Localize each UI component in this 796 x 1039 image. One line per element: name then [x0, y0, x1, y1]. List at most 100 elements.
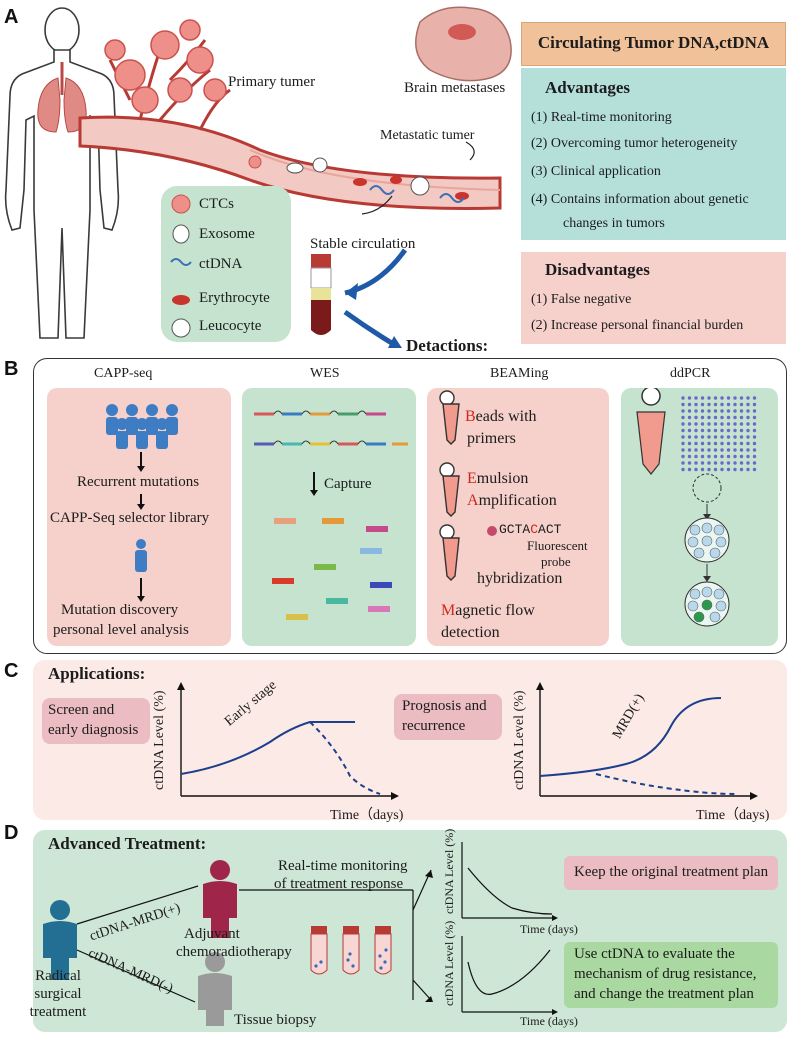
tube-icons: [439, 390, 460, 581]
monitor-label-1: Real-time monitoring: [278, 858, 408, 874]
small-chart-decline: [461, 842, 558, 921]
tissue-biopsy-label: Tissue biopsy: [234, 1012, 317, 1028]
stable-circulation-label: Stable circulation: [310, 236, 416, 252]
ddpcr-box: [621, 388, 778, 646]
adjuvant-label-2: chemoradiotherapy: [176, 944, 292, 960]
capp-step-1: Recurrent mutations: [77, 474, 200, 490]
change-plan-line-3: and change the treatment plan: [574, 986, 754, 1002]
keep-plan-box: Keep the original treatment plan: [564, 856, 778, 890]
panel-letter-c: C: [4, 660, 19, 682]
biopsy-patient-icon: [198, 952, 232, 1026]
blood-tube-icon: [310, 254, 332, 335]
ctdna-title-box: Circulating Tumor DNA,ctDNA: [521, 22, 786, 66]
advantage-item-continued: changes in tumors: [563, 216, 665, 231]
capture-label: Capture: [324, 476, 372, 492]
change-plan-line-2: mechanism of drug resistance,: [574, 966, 757, 982]
disadvantage-item: (2) Increase personal financial burden: [531, 318, 744, 333]
probe-label-1: Fluorescent: [527, 538, 588, 553]
capp-seq-box: Recurrent mutations CAPP-Seq selector li…: [47, 388, 231, 646]
patient-icon: [43, 900, 77, 980]
primary-tumor-label: Primary tumer: [228, 74, 316, 90]
detections-label: Detactions:: [406, 336, 489, 355]
advantage-item: (1) Real-time monitoring: [531, 110, 672, 125]
down-arrow-icon: [137, 494, 145, 510]
screen-label-2: early diagnosis: [48, 722, 139, 738]
person-icon: [135, 539, 147, 572]
metastatic-tumor-label: Metastatic tumer: [380, 128, 475, 143]
probe-label-2: probe: [541, 554, 571, 569]
disadvantages-title: Disadvantages: [545, 260, 650, 279]
screen-chart: [177, 682, 399, 800]
y-axis-label: ctDNA Level (%): [442, 920, 456, 1006]
line-series: [539, 697, 722, 777]
disadvantages-box: Disadvantages (1) False negative (2) Inc…: [521, 252, 786, 344]
change-plan-box: Use ctDNA to evaluate the mechanism of d…: [564, 942, 778, 1008]
recurrence-chart: [536, 682, 758, 800]
panel-letter-a: A: [4, 6, 19, 28]
legend-item: ctDNA: [199, 256, 243, 272]
radical-label-2: surgical: [34, 986, 82, 1002]
radical-label-3: treatment: [29, 1004, 87, 1020]
x-axis-label: Time (days): [520, 1014, 578, 1028]
wes-box: Capture: [242, 388, 416, 646]
screen-label-1: Screen and: [48, 702, 115, 718]
beaming-step-1-line2: primers: [467, 430, 516, 447]
monitor-label-2: of treatment response: [274, 876, 404, 892]
advantage-item: (4) Contains information about genetic: [531, 192, 749, 207]
capp-step-3b: personal level analysis: [53, 622, 189, 638]
ddpcr-illustration: [636, 388, 757, 627]
x-axis-label: Time（days): [330, 808, 404, 823]
legend-item: CTCs: [199, 196, 235, 212]
panel-a-illustration: [4, 6, 512, 348]
down-arrow-icon: [137, 452, 145, 472]
legend-icons: [170, 194, 192, 338]
line-series: [180, 721, 355, 775]
brain-icon: [415, 6, 512, 82]
advantage-item: (3) Clinical application: [531, 164, 661, 179]
beaming-step-4-line2: detection: [441, 624, 500, 641]
dna-fragments-icon: [254, 410, 408, 446]
line-series: [467, 867, 553, 915]
legend-item: Erythrocyte: [199, 290, 270, 306]
captured-fragments-icon: [272, 518, 392, 620]
advantage-item: (2) Overcoming tumor heterogeneity: [531, 136, 738, 151]
capp-seq-title: CAPP-seq: [94, 366, 153, 381]
advanced-treatment-title: Advanced Treatment:: [48, 834, 207, 853]
advantages-title: Advantages: [545, 78, 631, 97]
adjuvant-patient-icon: [203, 860, 237, 938]
vessel-cells: [248, 155, 469, 203]
prognosis-label-2: recurrence: [402, 718, 466, 734]
beaming-box: Beads with primers Emulsion Amplificatio…: [427, 388, 609, 646]
panel-letter-d: D: [4, 822, 19, 844]
capp-step-2: CAPP-Seq selector library: [50, 510, 210, 526]
blood-tubes-icon: [310, 926, 392, 975]
adjuvant-label-1: Adjuvant: [184, 926, 240, 942]
brain-metastases-label: Brain metastases: [404, 80, 506, 96]
advantages-box: Advantages (1) Real-time monitoring (2) …: [521, 68, 786, 240]
wes-title: WES: [310, 366, 340, 381]
legend-item: Leucocyte: [199, 318, 262, 334]
screen-tag: Screen and early diagnosis: [42, 698, 150, 744]
erythrocyte-icon: [172, 295, 190, 305]
beaming-step-1: Beads with: [465, 408, 537, 425]
legend-item: Exosome: [199, 226, 255, 242]
line-series: [309, 721, 381, 795]
beaming-title: BEAMing: [490, 366, 549, 381]
probe-icon: [487, 526, 497, 536]
keep-plan-label: Keep the original treatment plan: [574, 864, 769, 880]
y-axis-label: ctDNA Level (%): [442, 828, 456, 914]
blood-vessel: [78, 115, 502, 210]
beaming-step-4: Magnetic flow: [441, 602, 535, 619]
y-axis-label: ctDNA Level (%): [152, 690, 167, 790]
panel-d-illustration: [43, 860, 433, 1026]
beaming-step-2: Emulsion: [467, 470, 529, 487]
ddpcr-title: ddPCR: [670, 366, 711, 381]
x-axis-label: Time（days): [696, 808, 770, 823]
ctc-icon: [171, 194, 191, 214]
down-arrow-icon: [310, 472, 318, 496]
prognosis-tag: Prognosis and recurrence: [394, 694, 502, 740]
down-arrow-icon: [137, 578, 145, 602]
line-series: [595, 773, 737, 795]
human-body-icon: [4, 7, 120, 339]
disadvantage-item: (1) False negative: [531, 292, 632, 307]
